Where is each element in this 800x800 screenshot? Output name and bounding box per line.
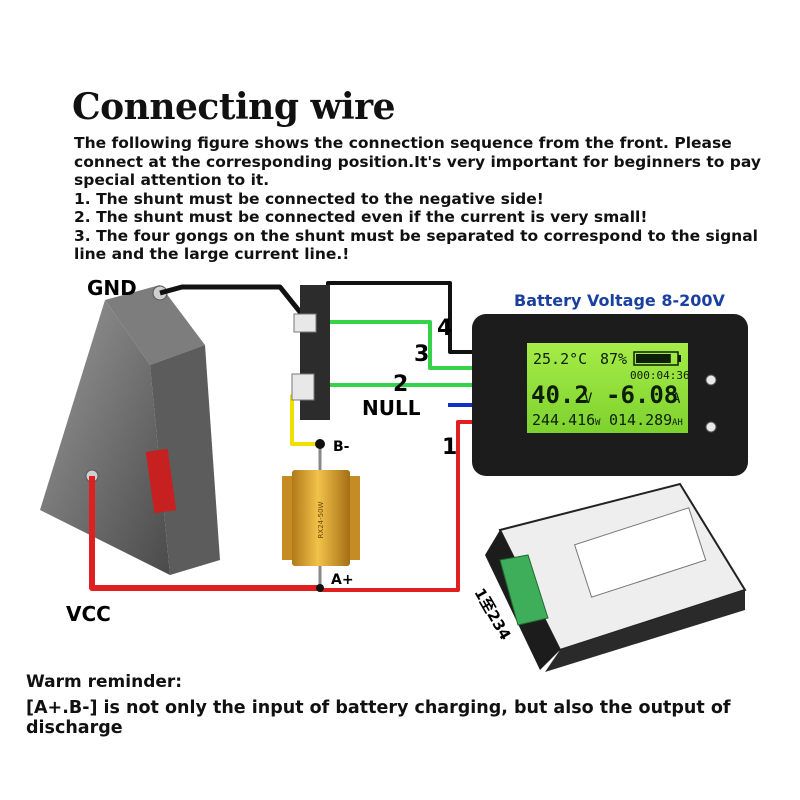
lcd-current-unit: A: [672, 391, 681, 407]
resistor: RX24-50W: [282, 439, 360, 592]
lcd-temperature: 25.2°C: [533, 350, 587, 368]
battery-top: [105, 285, 205, 365]
lcd-energy: 244.416: [532, 411, 595, 429]
label-a-plus: A+: [331, 572, 354, 588]
battery-red-label: [145, 448, 177, 514]
terminal-b-minus: [315, 439, 325, 449]
label-wire-4: 4: [437, 316, 452, 341]
intro-rule-1: 1. The shunt must be connected to the ne…: [74, 189, 544, 208]
meter-back-bottom: [545, 590, 745, 672]
meter-heading: Battery Voltage 8-200V: [514, 291, 726, 310]
wire-gnd: [159, 284, 306, 320]
label-wire-1: 1: [442, 435, 457, 460]
warm-reminder: Warm reminder: [A+.B-] is not only the i…: [26, 672, 796, 738]
battery-body: [40, 300, 170, 575]
lcd-percent: 87%: [600, 350, 627, 368]
wire-4: [326, 281, 476, 354]
lcd-timer: 000:04:36: [630, 369, 690, 382]
label-b-minus: B-: [333, 439, 350, 455]
meter-back: [485, 482, 747, 672]
wires: [89, 281, 476, 592]
meter-button-bottom: [705, 421, 717, 433]
lcd-current: -6.08: [606, 381, 678, 409]
label-null: NULL: [362, 396, 421, 420]
battery-icon: [633, 351, 681, 366]
lcd-voltage: 40.2: [531, 381, 589, 409]
meter-front: 25.2°C 87% 000:04:36 40.2 V -6.08 A 244.…: [472, 314, 748, 476]
battery: [40, 285, 220, 575]
shunt-terminal-top: [293, 313, 317, 333]
meter-back-label: [573, 507, 707, 598]
label-wire-3: 3: [414, 342, 429, 367]
meter-button-top: [705, 374, 717, 386]
battery-icon-nub: [678, 355, 681, 362]
lcd-capacity: 014.289: [609, 411, 672, 429]
lcd-capacity-unit: AH: [672, 418, 683, 428]
lcd-energy-unit: W: [595, 418, 601, 428]
label-wire-2: 2: [393, 372, 408, 397]
terminal-a-plus: [316, 584, 324, 592]
meter-back-connector: [499, 554, 549, 626]
resistor-body: [292, 470, 350, 566]
wire-vcc: [89, 476, 322, 591]
resistor-marking: RX24-50W: [317, 501, 325, 538]
page-title: Connecting wire: [72, 86, 396, 128]
resistor-fin-left: [282, 476, 292, 560]
shunt-terminal-bottom: [291, 373, 315, 401]
battery-icon-fill: [636, 354, 671, 363]
reminder-title: Warm reminder:: [26, 672, 183, 692]
wire-3: [312, 320, 476, 370]
battery-side: [150, 345, 220, 575]
resistor-fin-right: [350, 476, 360, 560]
intro-text: The following figure shows the connectio…: [74, 134, 774, 264]
intro-rule-3: 3. The four gongs on the shunt must be s…: [74, 226, 758, 264]
intro-rule-2: 2. The shunt must be connected even if t…: [74, 208, 648, 226]
label-gnd: GND: [87, 276, 137, 300]
wire-1: [320, 420, 476, 592]
shunt: [291, 285, 330, 420]
label-vcc: VCC: [66, 602, 111, 626]
lcd-voltage-unit: V: [584, 391, 593, 407]
intro-paragraph: The following figure shows the connectio…: [74, 134, 761, 189]
reminder-body: [A+.B-] is not only the input of battery…: [26, 698, 731, 738]
